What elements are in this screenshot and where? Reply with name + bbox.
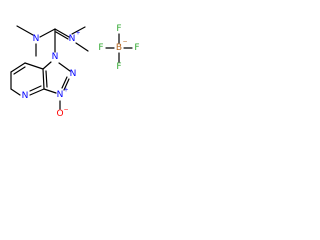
bond-methyl-right-b [75, 42, 89, 52]
atom-n-iminium: N [69, 34, 76, 44]
atom-f-top: F [116, 24, 121, 34]
charge-iminium: + [75, 30, 80, 37]
bond-methyl-left-a [16, 25, 34, 36]
bond-n3-c3a [43, 88, 57, 94]
charge-boron: − [122, 39, 127, 46]
atom-triazole-n3: N [57, 90, 64, 100]
anion-bonds [105, 33, 133, 63]
bond-n2-n3-b [61, 76, 68, 89]
bond-c-to-iminium-b [55, 31, 69, 40]
bond-n2-n3-a [63, 78, 70, 91]
charge-o: − [63, 107, 68, 114]
anion-atoms: F F B − F F [98, 24, 139, 72]
atom-boron: B [116, 43, 122, 53]
charge-n3: + [63, 87, 68, 94]
bond-c7a-c3a [42, 68, 45, 90]
hatu-structure: N N + N N N + O − N F F B − F F [10, 24, 140, 120]
cation-atoms: N N + N N N + O − N [22, 30, 81, 120]
bond-c7a-c3a-inner [45, 70, 48, 88]
atom-n-dimethyl: N [33, 34, 40, 44]
atom-triazole-n1: N [52, 52, 59, 62]
bond-c5-n4 [10, 88, 21, 96]
molecule-canvas: N N + N N N + O − N F F B − F F [0, 0, 152, 152]
bond-n1-c7a [42, 61, 52, 70]
atom-f-left: F [98, 43, 103, 53]
cation-bonds [10, 25, 89, 110]
atom-triazole-n2: N [70, 69, 77, 79]
bond-c7-c6 [10, 62, 26, 73]
atom-f-bottom: F [116, 62, 121, 72]
bond-c7a-c7 [24, 62, 44, 70]
bond-methyl-right-a [71, 26, 86, 35]
bond-c7-c6-inner [13, 66, 26, 75]
atom-f-right: F [134, 43, 139, 53]
bond-n1-n2 [58, 62, 71, 72]
atom-pyridine-n: N [22, 91, 29, 101]
bond-c-to-iminium-a [54, 28, 70, 38]
bond-n4-c3a [29, 88, 45, 96]
bond-n4-c3a-inner [29, 85, 42, 92]
bond-n-left-to-c [39, 28, 56, 38]
atom-n-oxide-o: O [56, 109, 63, 119]
